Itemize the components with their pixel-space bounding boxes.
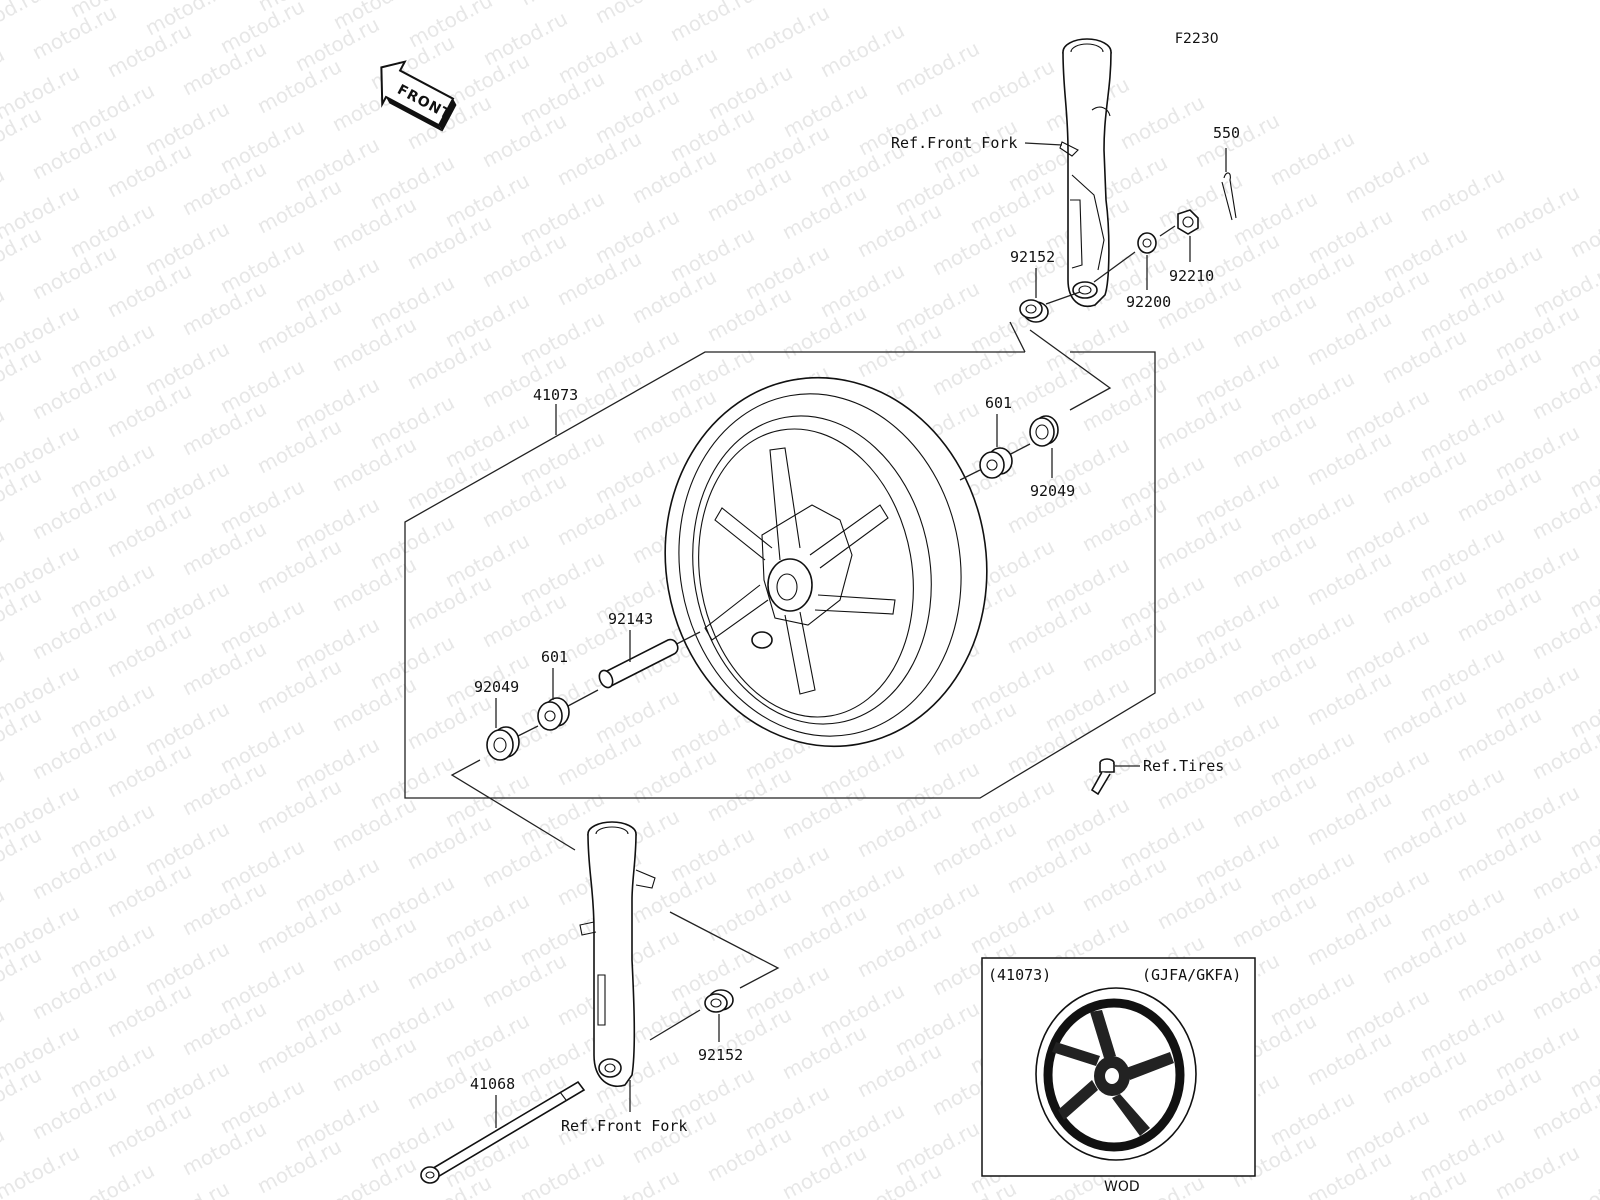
leader (1024, 142, 1063, 146)
inset-caption: WOD (1104, 1179, 1140, 1195)
inset-models: (GJFA/GKFA) (1142, 966, 1241, 984)
label-ref-front-fork-bottom: Ref.Front Fork (561, 1117, 687, 1135)
nut-92210 (1177, 209, 1199, 235)
label-ref-tires: Ref.Tires (1143, 757, 1224, 775)
collar-92152-bottom (704, 989, 734, 1013)
diagram-code: F2230 (1175, 31, 1219, 47)
label-92152-top: 92152 (1010, 248, 1055, 266)
cotter-pin-550 (1221, 172, 1237, 221)
group-frame (404, 351, 1156, 799)
seal-92049-right (1029, 415, 1059, 447)
inset-variant-box: (41073) (GJFA/GKFA) WOD (981, 957, 1256, 1195)
label-601-left: 601 (541, 648, 568, 666)
right-fork-leg (1059, 38, 1112, 307)
label-41073: 41073 (533, 386, 578, 404)
label-92152-bottom: 92152 (698, 1046, 743, 1064)
inset-part-number: (41073) (988, 966, 1051, 984)
washer-92200 (1137, 232, 1157, 254)
bearing-601-left (537, 697, 570, 731)
label-92210: 92210 (1169, 267, 1214, 285)
spacer-92143 (598, 638, 679, 689)
axle-41068 (420, 1080, 586, 1184)
tire-valve (1090, 758, 1115, 796)
label-ref-front-fork-top: Ref.Front Fork (891, 134, 1017, 152)
wheel-41073 (664, 376, 988, 748)
left-fork-leg (579, 821, 656, 1087)
inset-wheel (1035, 987, 1197, 1161)
label-92049-left: 92049 (474, 678, 519, 696)
bearing-601-right (979, 447, 1013, 479)
front-arrow-icon: FRONT (380, 60, 457, 132)
label-550: 550 (1213, 124, 1240, 142)
seal-92049-left (486, 726, 520, 761)
label-601-right: 601 (985, 394, 1012, 412)
label-92143: 92143 (608, 610, 653, 628)
label-41068: 41068 (470, 1075, 515, 1093)
label-92049-right: 92049 (1030, 482, 1075, 500)
collar-92152-top (1019, 299, 1049, 323)
label-92200: 92200 (1126, 293, 1171, 311)
